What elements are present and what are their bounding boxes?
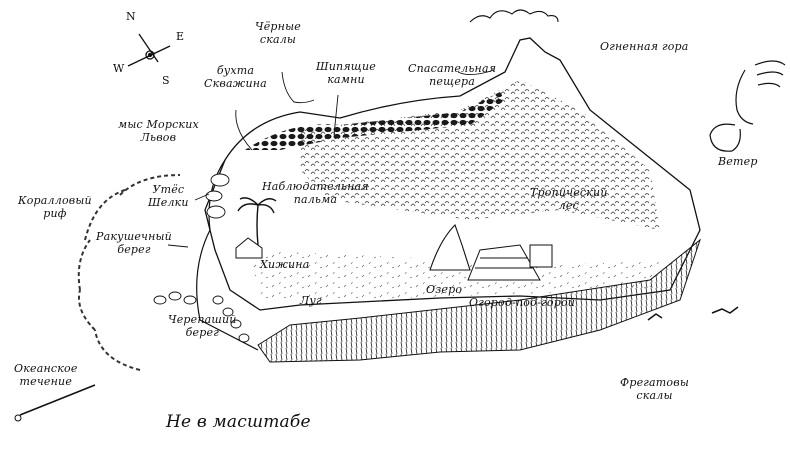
- lake-rock: [429, 223, 471, 271]
- scale-note: Не в масштабе: [166, 412, 311, 432]
- label-sea-lion-cape: мыс Морских Львов: [118, 118, 199, 144]
- leader-lines: [167, 69, 495, 248]
- label-coral-reef: Коралловый риф: [18, 194, 92, 220]
- label-hissing-stones: Шипящие камни: [316, 60, 377, 86]
- compass-n: N: [126, 10, 136, 23]
- label-black-rocks: Чёрные скалы: [255, 20, 301, 46]
- label-shell-beach: Ракушечный берег: [96, 230, 172, 256]
- label-lake: Озеро: [426, 283, 463, 296]
- compass-e: E: [176, 30, 185, 43]
- southern-cliffs: [257, 238, 702, 363]
- black-rocks-band: [245, 92, 505, 150]
- label-wind: Ветер: [718, 155, 758, 168]
- label-frigate-cliffs: Фрегатовы скалы: [620, 376, 690, 402]
- wind-face-icon: [709, 60, 786, 152]
- label-ocean-current: Океанское течение: [14, 362, 78, 388]
- garden-shed: [529, 244, 553, 268]
- pebble-chain: [153, 173, 250, 343]
- ocean-current-arrow: [19, 384, 96, 416]
- hut-icon: [235, 237, 263, 259]
- label-garden: Огород-под-горой: [469, 296, 576, 309]
- label-meadow: Луг: [300, 294, 322, 307]
- label-blowhole-bay: бухта Скважина: [204, 64, 267, 90]
- bird-icon: [647, 313, 663, 321]
- label-rescue-cave: Спасательная пещера: [408, 62, 497, 88]
- label-tropical-forest: Тропический лес: [530, 186, 608, 212]
- garden-terraces: [467, 244, 541, 281]
- bird-icon: [711, 306, 739, 314]
- compass-w: W: [113, 62, 125, 75]
- volcano-smoke: [469, 9, 559, 23]
- label-fire-mountain: Огненная гора: [600, 40, 689, 53]
- compass-s: S: [162, 74, 170, 87]
- compass-rose-icon: [127, 33, 171, 67]
- label-silk-cliff: Утёс Шелки: [148, 183, 189, 209]
- label-turtle-beach: Черепаший берег: [168, 313, 237, 339]
- coral-reef-outline: [77, 174, 181, 371]
- label-lookout-palm: Наблюдательная пальма: [262, 180, 369, 206]
- palm-tree-icon: [237, 197, 277, 246]
- label-hut: Хижина: [260, 258, 310, 271]
